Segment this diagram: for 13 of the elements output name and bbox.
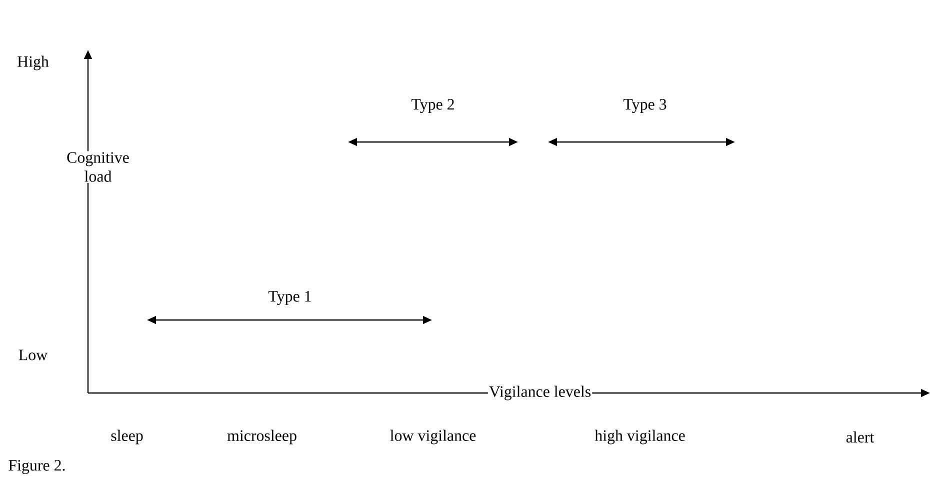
- category-label: sleep: [111, 430, 143, 444]
- category-label: low vigilance: [390, 430, 476, 444]
- scale-label: High: [18, 56, 49, 70]
- range-label: Type 2: [412, 99, 454, 113]
- category-label: high vigilance: [594, 430, 685, 444]
- range-label: Type 3: [624, 99, 666, 113]
- axis-label: Vigilance levels: [488, 384, 592, 402]
- range-label: Type 1: [268, 291, 311, 305]
- category-label: alert: [846, 431, 874, 443]
- scale-label: Low: [18, 350, 48, 360]
- axis-label: Cognitive load: [62, 151, 134, 183]
- category-label: microsleep: [227, 430, 296, 444]
- caption: Figure 2.: [8, 460, 65, 474]
